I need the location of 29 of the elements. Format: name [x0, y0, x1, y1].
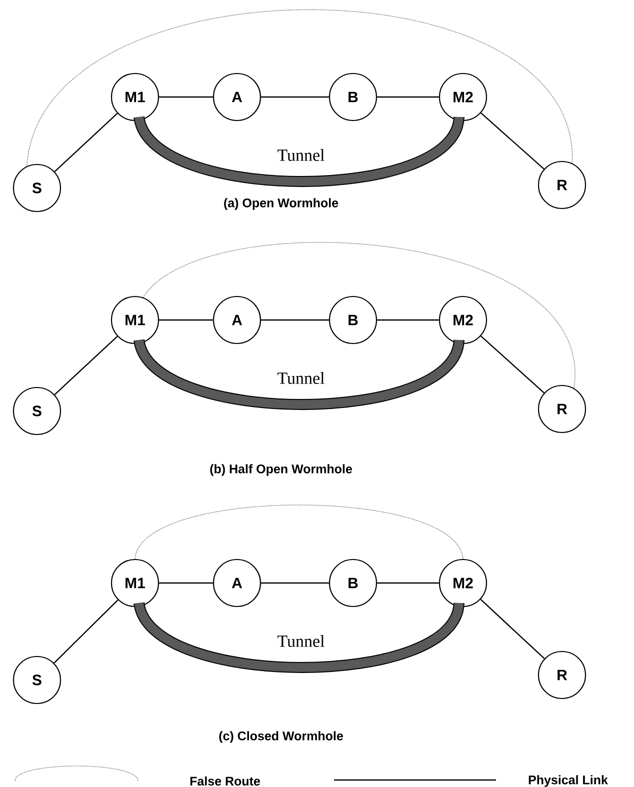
- false-route: [26, 9, 572, 166]
- edge-label: Tunnel: [276, 634, 326, 648]
- physical-link: [261, 319, 329, 321]
- tunnel: [134, 114, 464, 187]
- panel-caption: (b) Half Open Wormhole: [210, 464, 352, 476]
- panel-caption: (c) Closed Wormhole: [219, 731, 343, 743]
- physical-link: [480, 112, 544, 170]
- panel-caption: (a) Open Wormhole: [224, 198, 338, 210]
- tunnel: [134, 600, 464, 673]
- physical-link: [377, 319, 439, 321]
- physical-link: [480, 336, 545, 394]
- physical-link: [54, 112, 118, 172]
- physical-link: [377, 582, 439, 584]
- legend-text: Physical Link: [528, 775, 608, 787]
- false-route: [134, 504, 464, 560]
- physical-link: [159, 319, 213, 321]
- physical-link: [54, 599, 118, 664]
- physical-link: [261, 96, 329, 98]
- tunnel: [134, 338, 464, 410]
- physical-link: [159, 96, 213, 98]
- edge-label: Tunnel: [276, 148, 326, 162]
- physical-link: [159, 582, 213, 584]
- edge-label: Tunnel: [276, 372, 326, 384]
- physical-link: [480, 598, 545, 660]
- legend-text: False Route: [190, 776, 260, 786]
- false-route: [142, 242, 574, 388]
- physical-link: [261, 582, 329, 584]
- physical-link: [54, 336, 118, 396]
- physical-link: [377, 96, 439, 98]
